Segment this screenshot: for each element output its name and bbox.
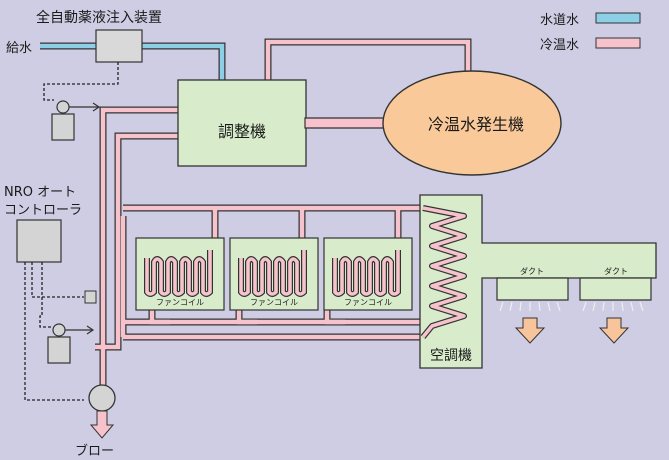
fancoil-label: ファンコイル bbox=[344, 298, 392, 307]
nro-controller-box bbox=[16, 219, 62, 263]
legend-hotcold-swatch bbox=[595, 37, 641, 49]
legend: 水道水 冷温水 bbox=[540, 12, 641, 53]
fancoil-unit-1: ファンコイル bbox=[135, 237, 225, 311]
injector-box bbox=[95, 29, 143, 63]
duct-outlet-1: ダクト bbox=[496, 266, 569, 344]
pump-icon bbox=[51, 100, 101, 141]
nro-label-line2: コントローラ bbox=[4, 203, 82, 218]
fancoil-unit-2: ファンコイル bbox=[229, 237, 319, 311]
injector-control-line bbox=[43, 62, 119, 101]
aircon-label: 空調機 bbox=[430, 348, 472, 364]
aircon-unit bbox=[419, 194, 657, 369]
nro-label-line1: NRO オート bbox=[4, 185, 76, 200]
pump-icon bbox=[47, 323, 95, 364]
legend-water-swatch bbox=[595, 12, 641, 24]
generator-ellipse bbox=[382, 70, 562, 176]
down-arrow-icon bbox=[89, 410, 115, 439]
generator-label: 冷温水発生機 bbox=[428, 115, 524, 134]
fancoil-label: ファンコイル bbox=[156, 298, 204, 307]
adjuster-label: 調整機 bbox=[218, 122, 266, 141]
duct-label: ダクト bbox=[604, 266, 628, 276]
fancoil-unit-3: ファンコイル bbox=[323, 237, 413, 311]
down-arrow-icon bbox=[514, 317, 546, 344]
fancoil-label: ファンコイル bbox=[250, 298, 298, 307]
tap-water-pipe bbox=[40, 42, 226, 95]
down-arrow-icon bbox=[598, 317, 630, 344]
blow-label: ブロー bbox=[75, 443, 114, 459]
injector-label: 全自動薬液注入装置 bbox=[36, 9, 162, 26]
blow-valve bbox=[88, 384, 116, 412]
duct-label: ダクト bbox=[520, 266, 544, 276]
legend-hotcold-label: 冷温水 bbox=[540, 38, 579, 53]
sensor-icon bbox=[84, 290, 97, 304]
feed-water-label: 給水 bbox=[6, 41, 32, 56]
nro-control-lines bbox=[24, 262, 84, 401]
aircon-coil-fill bbox=[421, 206, 466, 339]
duct-outlet-2: ダクト bbox=[579, 266, 652, 344]
adjuster-box bbox=[177, 79, 307, 167]
legend-water-label: 水道水 bbox=[540, 13, 579, 28]
